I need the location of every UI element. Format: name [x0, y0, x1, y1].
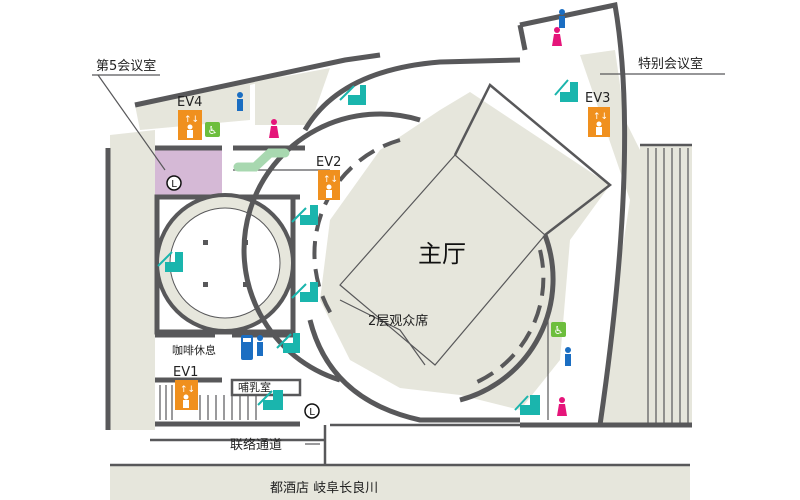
label-special-conference: 特别会议室	[638, 56, 703, 72]
conference-room-5[interactable]	[155, 150, 222, 195]
svg-text:↑↓: ↑↓	[323, 175, 338, 185]
label-ev4: EV4	[177, 95, 202, 110]
female-restroom-icon	[552, 27, 562, 46]
upper-left-area	[135, 72, 300, 130]
stairs-icon	[276, 333, 300, 353]
label-second-floor-seats: 2层观众席	[368, 313, 428, 329]
hotel-area	[110, 465, 690, 500]
label-ev3: EV3	[585, 91, 610, 106]
male-restroom-icon	[237, 92, 243, 111]
stairs-icon	[157, 251, 183, 272]
upper-wall	[134, 52, 381, 108]
leader-line-conference-5-pointer	[97, 74, 166, 171]
hall-outer-wall-right	[459, 234, 556, 403]
label-connecting-passage: 联络通道	[230, 437, 282, 453]
label-cafe-rest: 咖啡休息	[172, 343, 216, 357]
wall-segment	[517, 24, 528, 51]
svg-text:L: L	[171, 179, 177, 190]
main-hall-floor	[320, 92, 610, 410]
accessible-restroom-icon: ♿	[551, 322, 566, 337]
svg-text:♿: ♿	[554, 324, 564, 337]
male-restroom-icon	[565, 347, 571, 366]
balcony-outline	[339, 299, 426, 366]
connecting-passage	[150, 423, 520, 465]
label-main-hall: 主厅	[418, 240, 466, 268]
female-restroom-icon	[269, 119, 279, 138]
accessible-restroom-icon: ♿	[205, 122, 220, 137]
right-curved-wall	[519, 2, 628, 426]
svg-text:↑↓: ↑↓	[593, 112, 608, 122]
svg-text:♿: ♿	[208, 124, 218, 137]
round-room-inner	[169, 207, 281, 319]
hall-stage-outline	[339, 154, 546, 366]
svg-text:↑↓: ↑↓	[180, 385, 195, 395]
escalator-icon	[233, 148, 290, 172]
svg-text:L: L	[309, 407, 315, 418]
hall-inner-dashed	[312, 138, 401, 322]
nursing-room-frame	[230, 378, 302, 397]
stairs-icon	[291, 205, 318, 225]
hall-inner-dashed-right	[469, 249, 546, 387]
label-hotel: 都酒店 岐阜长良川	[270, 480, 378, 496]
stairs-icon	[257, 390, 283, 410]
label-conference-5: 第5会议室	[96, 58, 156, 74]
stairs-icon	[554, 79, 578, 102]
locker-icon: L	[304, 403, 320, 419]
svg-text:↑↓: ↑↓	[184, 115, 199, 125]
male-restroom-icon	[559, 9, 565, 28]
right-stairs-area	[640, 145, 692, 425]
stage-wall	[453, 83, 612, 236]
elevator-icon-ev4[interactable]: ↑↓	[178, 110, 202, 140]
female-restroom-icon	[557, 397, 567, 416]
restroom-area	[255, 68, 330, 125]
right-stairs-lines	[647, 148, 689, 425]
label-nursing-room: 哺乳室	[238, 380, 271, 394]
elevator-icon-ev3[interactable]: ↑↓	[588, 107, 610, 137]
label-ev2: EV2	[316, 155, 341, 170]
label-ev1: EV1	[173, 365, 198, 380]
locker-icon: L	[166, 175, 182, 191]
elevator-icon-ev2[interactable]: ↑↓	[318, 170, 340, 200]
stairs-icon	[339, 85, 366, 105]
vending-machine-icon	[241, 335, 263, 360]
stairs-icon	[514, 395, 540, 415]
left-stairs-lines	[159, 385, 257, 420]
left-outer-area	[110, 130, 155, 430]
elevator-icon-ev1[interactable]: ↑↓	[175, 380, 198, 410]
corridor-wall-top	[302, 57, 521, 132]
stairs-icon	[291, 282, 318, 302]
corridor-wall-bottom	[307, 319, 520, 423]
